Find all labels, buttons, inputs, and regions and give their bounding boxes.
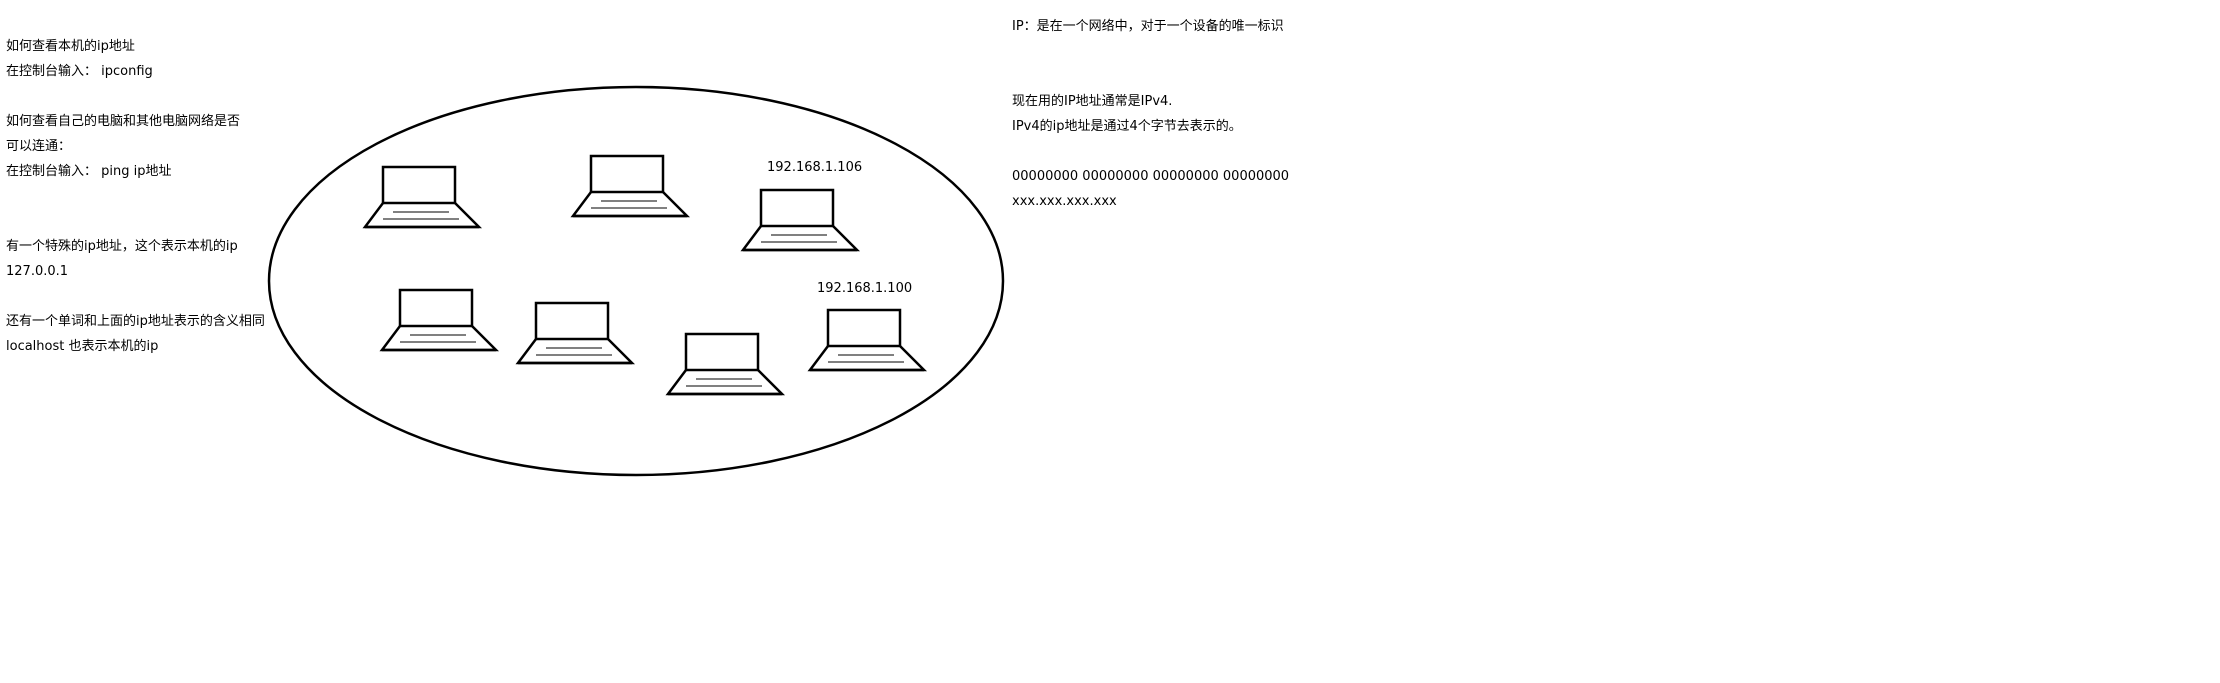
laptop-screen: [759, 188, 835, 228]
laptop-icon: [515, 301, 636, 365]
right-notes: IP：是在一个网络中，对于一个设备的唯一标识 现在用的IP地址通常是IPv4. …: [1012, 14, 1289, 214]
laptop-icon: [570, 154, 691, 218]
laptop-screen: [589, 154, 665, 194]
laptop-keyboard-base: [362, 202, 483, 229]
laptop-icon: [807, 308, 928, 372]
laptop-screen: [534, 301, 610, 341]
note-line: 00000000 00000000 00000000 00000000: [1012, 169, 1290, 184]
note-line: xxx.xxx.xxx.xxx: [1012, 194, 1117, 209]
laptop-screen: [398, 288, 474, 328]
laptop-keyboard-base: [570, 191, 691, 218]
laptop-keyboard-base: [665, 369, 786, 396]
note-line: 可以连通：: [6, 139, 72, 154]
laptop-screen: [826, 308, 902, 348]
note-line: 如何查看自己的电脑和其他电脑网络是否: [6, 114, 241, 129]
ip-label-106: 192.168.1.106: [767, 160, 862, 175]
left-notes: 如何查看本机的ip地址 在控制台输入： ipconfig 如何查看自己的电脑和其…: [6, 34, 265, 359]
note-line: 现在用的IP地址通常是IPv4.: [1012, 94, 1173, 109]
laptop-keyboard-base: [379, 325, 500, 352]
note-line: 在控制台输入： ping ip地址: [6, 164, 172, 179]
laptop-keyboard-base: [515, 338, 636, 365]
laptop-keyboard-base: [740, 225, 861, 252]
note-line: IPv4的ip地址是通过4个字节去表示的。: [1012, 119, 1242, 134]
note-line: 有一个特殊的ip地址，这个表示本机的ip: [6, 239, 238, 254]
laptop-screen: [684, 332, 760, 372]
note-line: 还有一个单词和上面的ip地址表示的含义相同: [6, 314, 265, 329]
note-line: localhost 也表示本机的ip: [6, 339, 159, 354]
laptop-icon: [379, 288, 500, 352]
note-line: 在控制台输入： ipconfig: [6, 64, 153, 79]
laptop-keyboard-base: [807, 345, 928, 372]
laptop-icon: [665, 332, 786, 396]
note-line: 127.0.0.1: [6, 264, 69, 279]
laptop-icon: [740, 188, 861, 252]
laptop-icon: [362, 165, 483, 229]
laptop-screen: [381, 165, 457, 205]
note-line: IP：是在一个网络中，对于一个设备的唯一标识: [1012, 19, 1284, 34]
network-ellipse: [267, 85, 1005, 477]
ip-label-100: 192.168.1.100: [817, 281, 912, 296]
note-line: 如何查看本机的ip地址: [6, 39, 135, 54]
